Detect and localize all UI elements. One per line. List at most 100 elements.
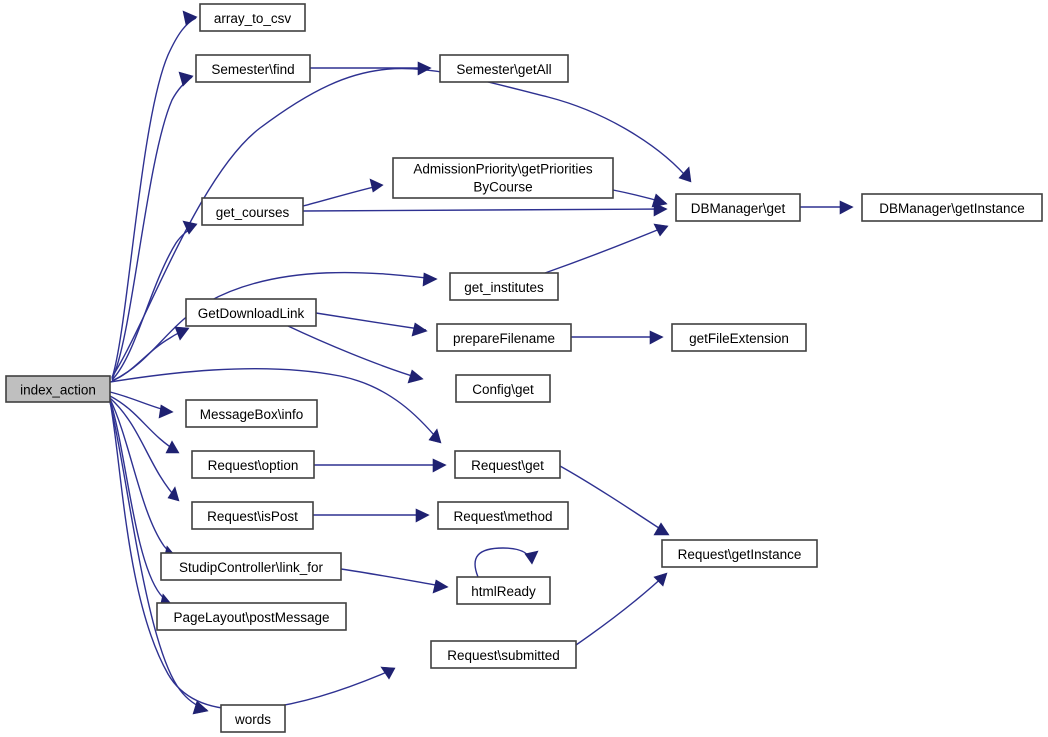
node-box-array_to_csv[interactable] [199,3,306,32]
node-box-htmlready[interactable] [456,576,551,605]
node-label-request_getinstance: Request\getInstance [678,547,802,562]
node-box-request_getinstance[interactable] [661,539,818,568]
node-config_get[interactable]: Config\get [455,374,551,403]
node-label-semester_getall: Semester\getAll [456,62,551,77]
node-request_method[interactable]: Request\method [437,501,569,530]
arrowhead-icon [653,522,670,536]
call-edge-request_submitted-to-request_getinstance [575,573,667,646]
call-edge-get_courses-to-admission_priority [302,184,383,207]
node-label-get_courses: get_courses [216,205,290,220]
node-box-request_submitted[interactable] [430,640,577,669]
node-label-request_submitted: Request\submitted [447,648,560,663]
call-edge-index_action-to-array_to_csv [111,17,197,379]
arrowhead-icon [415,508,430,523]
arrowhead-icon [158,404,174,419]
node-box-admission_priority[interactable] [392,157,614,199]
arrowhead-icon [422,272,438,287]
node-box-request_get[interactable] [454,450,561,479]
node-label-config_get: Config\get [472,382,534,397]
node-box-getfileextension[interactable] [671,323,807,352]
arrowhead-icon [178,71,194,87]
node-box-get_institutes[interactable] [449,272,559,301]
call-edge-index_action-to-dbmanager_get [111,67,691,378]
node-label-request_option: Request\option [208,458,299,473]
node-box-semester_find[interactable] [195,54,311,83]
node-request_getinstance[interactable]: Request\getInstance [661,539,818,568]
node-box-link_for[interactable] [160,552,342,581]
node-box-dbmanager_get[interactable] [675,193,801,222]
node-box-request_option[interactable] [191,450,315,479]
arrowhead-icon [165,440,180,454]
node-words[interactable]: words [220,704,286,733]
node-request_submitted[interactable]: Request\submitted [430,640,577,669]
arrowhead-icon [524,550,539,565]
call-edge-index_action-to-request_ispost [109,397,179,501]
node-box-getdownloadlink[interactable] [185,298,317,327]
node-request_option[interactable]: Request\option [191,450,315,479]
node-box-request_ispost[interactable] [191,501,314,530]
node-array_to_csv[interactable]: array_to_csv [199,3,306,32]
node-box-dbmanager_getinst[interactable] [861,193,1043,222]
node-box-get_courses[interactable] [201,197,304,226]
node-get_courses[interactable]: get_courses [201,197,304,226]
node-label-dbmanager_get: DBManager\get [691,201,786,216]
node-label-get_institutes: get_institutes [464,280,544,295]
node-link_for[interactable]: StudipController\link_for [160,552,342,581]
node-label2-admission_priority: ByCourse [473,180,532,195]
arrowhead-icon [369,178,384,193]
node-htmlready[interactable]: htmlReady [456,576,551,605]
node-label-htmlready: htmlReady [471,584,536,599]
node-box-request_method[interactable] [437,501,569,530]
arrowhead-icon [649,330,664,345]
node-dbmanager_get[interactable]: DBManager\get [675,193,801,222]
node-request_get[interactable]: Request\get [454,450,561,479]
node-box-config_get[interactable] [455,374,551,403]
arrowhead-icon [407,369,424,384]
node-label-getdownloadlink: GetDownloadLink [198,306,305,321]
node-label-messagebox_info: MessageBox\info [200,407,304,422]
node-box-semester_getall[interactable] [439,54,569,83]
node-label-request_get: Request\get [471,458,544,473]
node-get_institutes[interactable]: get_institutes [449,272,559,301]
node-box-words[interactable] [220,704,286,733]
arrowhead-icon [428,428,442,444]
node-box-postmessage[interactable] [156,602,347,631]
node-dbmanager_getinst[interactable]: DBManager\getInstance [861,193,1043,222]
arrowhead-icon [651,193,668,208]
node-box-preparefilename[interactable] [436,323,572,352]
arrowhead-icon [653,572,668,587]
call-edge-index_action-to-get_courses [111,224,197,381]
node-box-messagebox_info[interactable] [185,399,318,428]
arrowhead-icon [174,326,190,341]
call-edge-getdownloadlink-to-config_get [287,325,423,380]
node-messagebox_info[interactable]: MessageBox\info [185,399,318,428]
arrowhead-icon [432,579,449,594]
node-preparefilename[interactable]: prepareFilename [436,323,572,352]
node-box-index_action[interactable] [5,375,111,403]
node-label-postmessage: PageLayout\postMessage [173,610,329,625]
node-label-dbmanager_getinst: DBManager\getInstance [879,201,1025,216]
node-label-admission_priority: AdmissionPriority\getPriorities [413,162,593,177]
node-getdownloadlink[interactable]: GetDownloadLink [185,298,317,327]
node-getfileextension[interactable]: getFileExtension [671,323,807,352]
node-label-array_to_csv: array_to_csv [214,11,292,26]
arrowhead-icon [380,666,396,680]
call-edge-index_action-to-request_submitted [109,400,395,711]
node-label-request_method: Request\method [453,509,552,524]
arrowhead-icon [417,61,432,76]
node-label-words: words [234,712,271,727]
node-postmessage[interactable]: PageLayout\postMessage [156,602,347,631]
node-request_ispost[interactable]: Request\isPost [191,501,314,530]
node-label-semester_find: Semester\find [211,62,294,77]
node-semester_getall[interactable]: Semester\getAll [439,54,569,83]
node-label-request_ispost: Request\isPost [207,509,298,524]
node-label-link_for: StudipController\link_for [179,560,324,575]
node-semester_find[interactable]: Semester\find [195,54,311,83]
call-edge-get_courses-to-dbmanager_get [302,208,667,212]
call-edge-request_get-to-request_getinstance [559,465,669,535]
node-index_action[interactable]: index_action [5,375,111,403]
call-edge-htmlready-to-htmlready [474,547,533,578]
